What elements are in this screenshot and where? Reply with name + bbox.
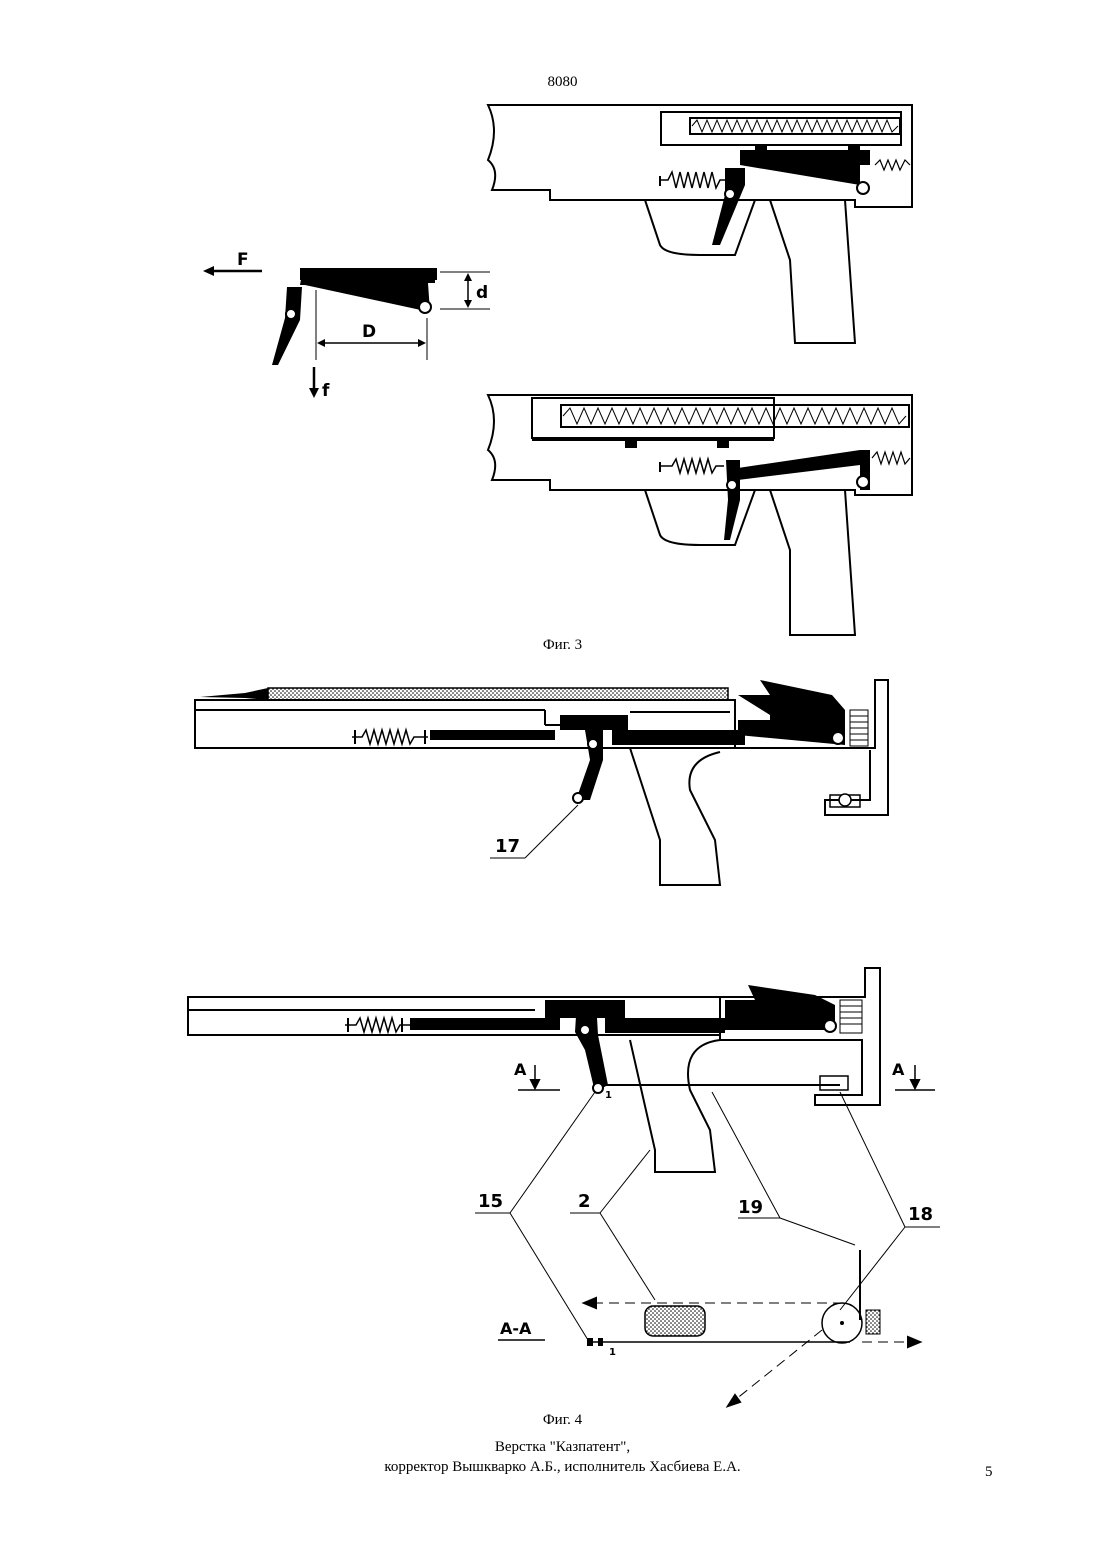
ref-15: 15 [478,1191,503,1212]
label-dim-d: d [476,283,488,303]
footer: Верстка "Казпатент", корректор Вышкварко… [0,1437,1100,1477]
caption-fig3: Фиг. 3 [0,637,1100,654]
fig3-bottom-drawing [488,395,912,635]
ref-17: 17 [495,836,520,857]
section-label-A-left: A [514,1060,527,1079]
caption-fig4: Фиг. 4 [0,1412,1100,1429]
label-force-F: F [237,250,249,270]
fig3-top-drawing [488,105,912,343]
ref-18: 18 [908,1204,933,1225]
label-force-f: f [322,381,330,401]
mark-1-bottom: 1 [609,1347,616,1358]
fig4-upper-drawing [195,680,888,885]
ref-2: 2 [578,1191,591,1212]
section-label-A-right: A [892,1060,905,1079]
fig3-force-diagram [203,266,490,398]
fig4-lower-drawing [188,968,940,1406]
ref-19: 19 [738,1197,763,1218]
mark-1-top: 1 [605,1090,612,1101]
label-dim-D: D [362,322,376,342]
footer-line-1: Верстка "Казпатент", [0,1437,1100,1457]
section-label-AA: A-A [500,1319,532,1338]
footer-line-2: корректор Вышкварко А.Б., исполнитель Ха… [0,1457,1100,1477]
page-number: 5 [985,1464,993,1481]
